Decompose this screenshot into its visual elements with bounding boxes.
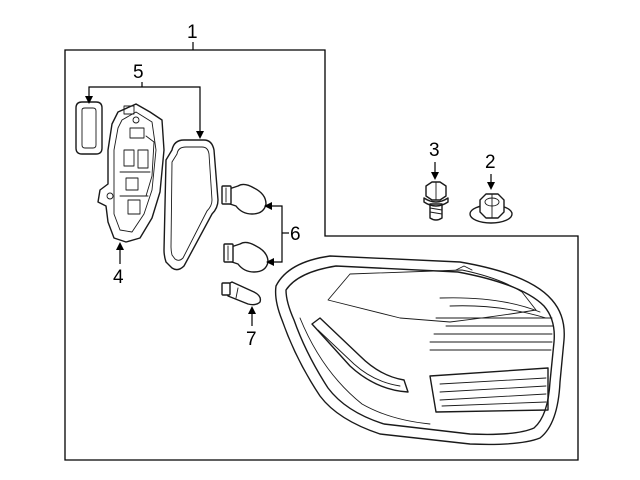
tail-lamp[interactable]: [274, 255, 565, 446]
callout-7-label: 7: [246, 329, 257, 350]
callout-2-arrow: [487, 182, 495, 190]
callout-5-leader: [88, 86, 201, 133]
callout-5[interactable]: 5: [85, 62, 204, 139]
callout-7[interactable]: 7: [246, 306, 257, 350]
callout-3[interactable]: 3: [429, 140, 440, 180]
callout-3-label: 3: [429, 140, 440, 161]
callout-6-arrow-lower: [266, 258, 274, 266]
callout-5-arrow-left: [85, 96, 93, 104]
callout-5-label: 5: [133, 62, 144, 83]
bulb-lower[interactable]: [223, 241, 269, 273]
small-bulb[interactable]: [221, 281, 262, 306]
callout-6-arrow-upper: [264, 202, 272, 210]
callout-5-arrow-right: [196, 131, 204, 139]
assembly-frame: [64, 49, 579, 461]
callout-3-arrow: [431, 172, 439, 180]
gasket-large[interactable]: [163, 139, 219, 271]
callout-4[interactable]: 4: [113, 242, 124, 288]
callout-2-label: 2: [485, 152, 496, 173]
callout-6[interactable]: 6: [264, 202, 301, 266]
bulb-upper[interactable]: [221, 183, 267, 215]
bolt[interactable]: [423, 181, 449, 221]
callout-1-label: 1: [187, 22, 198, 43]
flange-nut[interactable]: [469, 193, 513, 224]
callout-6-label: 6: [290, 224, 301, 245]
callout-4-arrow: [116, 242, 124, 250]
callout-6-leader: [268, 205, 283, 263]
gasket-small[interactable]: [75, 101, 103, 155]
callout-7-arrow: [248, 306, 256, 314]
callout-4-label: 4: [113, 267, 124, 288]
callout-1[interactable]: 1: [187, 22, 198, 50]
socket-plate[interactable]: [97, 103, 165, 243]
callout-2[interactable]: 2: [485, 152, 496, 190]
